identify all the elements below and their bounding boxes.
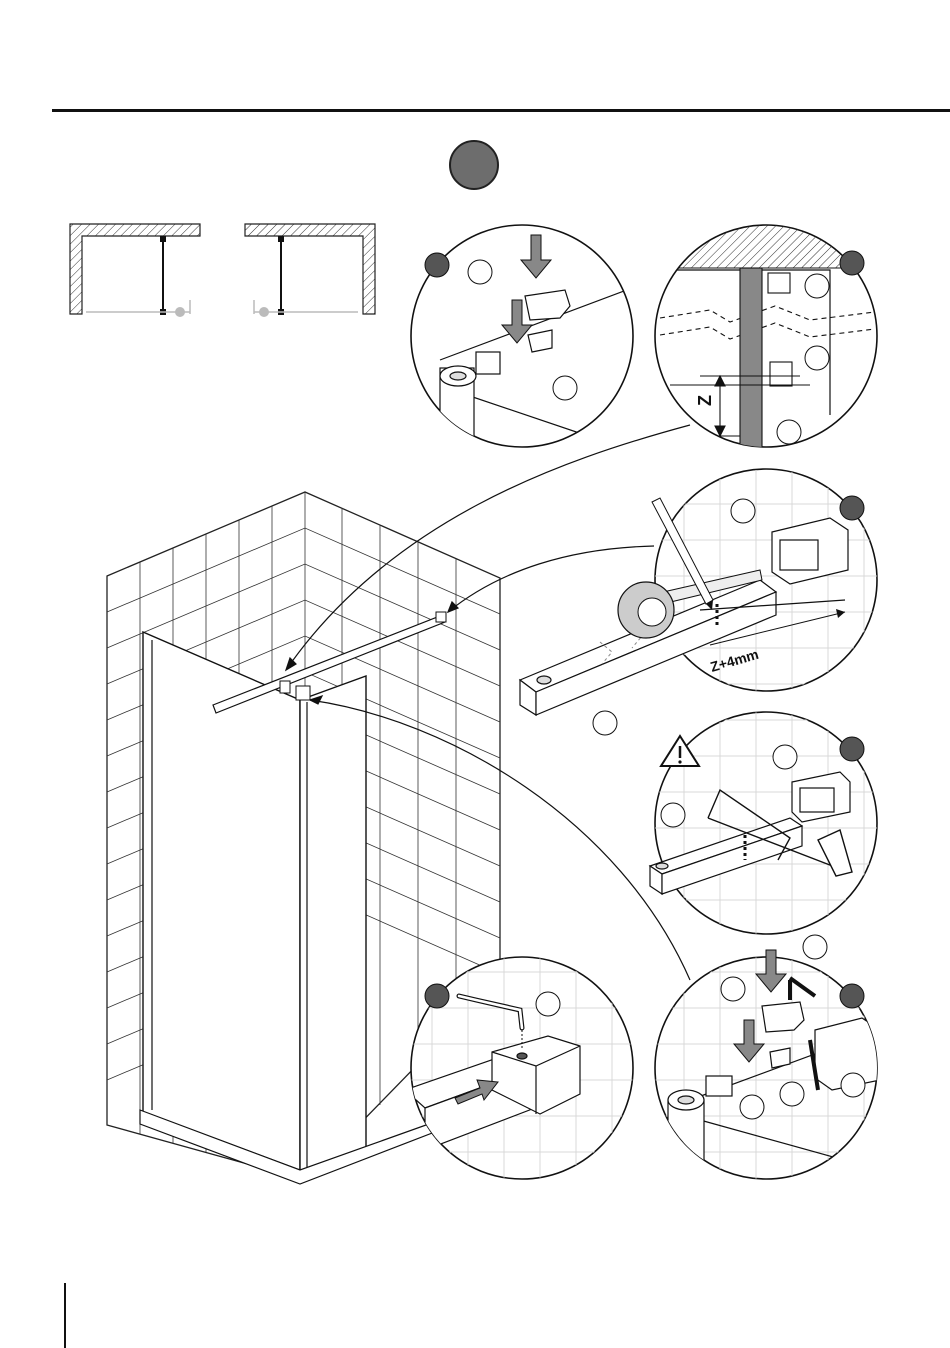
detail-circle-5 bbox=[405, 957, 633, 1179]
callout-marker bbox=[536, 992, 560, 1016]
detail-circle-4 bbox=[650, 712, 877, 934]
callout-marker bbox=[780, 1082, 804, 1106]
callout-marker bbox=[841, 1073, 865, 1097]
callout-marker bbox=[661, 803, 685, 827]
plan-diagram-left bbox=[70, 224, 200, 317]
detail-circle-2: Z bbox=[655, 225, 880, 448]
callout-marker bbox=[805, 346, 829, 370]
detail-badge bbox=[840, 496, 864, 520]
callout-marker bbox=[468, 260, 492, 284]
plan-diagram-right bbox=[245, 224, 375, 317]
callout-marker bbox=[593, 711, 617, 735]
dimension-z-label: Z bbox=[695, 395, 715, 406]
detail-circle-3: Z+4mm bbox=[520, 469, 877, 735]
callout-marker bbox=[803, 935, 827, 959]
callout-marker bbox=[740, 1095, 764, 1119]
callout-marker bbox=[773, 745, 797, 769]
detail-badge bbox=[425, 253, 449, 277]
detail-badge bbox=[840, 737, 864, 761]
callout-marker bbox=[553, 376, 577, 400]
detail-badge bbox=[425, 984, 449, 1008]
detail-badge bbox=[840, 251, 864, 275]
callout-marker bbox=[731, 499, 755, 523]
detail-circle-6 bbox=[655, 935, 880, 1180]
callout-marker bbox=[805, 274, 829, 298]
detail-circle-1 bbox=[411, 225, 640, 448]
detail-badge bbox=[840, 984, 864, 1008]
callout-marker bbox=[777, 420, 801, 444]
callout-marker bbox=[721, 977, 745, 1001]
